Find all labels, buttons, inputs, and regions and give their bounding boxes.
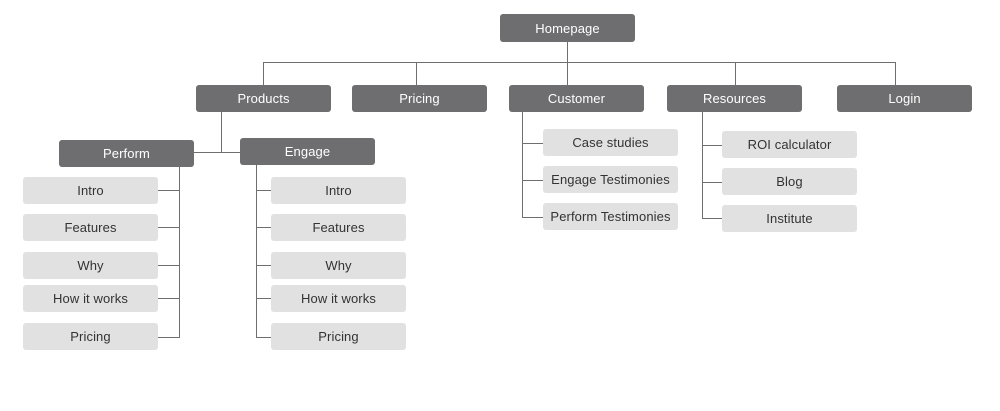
node-roi-calculator[interactable]: ROI calculator [722, 131, 857, 158]
node-perform-why[interactable]: Why [23, 252, 158, 279]
node-perform-pricing[interactable]: Pricing [23, 323, 158, 350]
node-institute[interactable]: Institute [722, 205, 857, 232]
node-case-studies[interactable]: Case studies [543, 129, 678, 156]
node-engage-intro[interactable]: Intro [271, 177, 406, 204]
node-perform-testimonies[interactable]: Perform Testimonies [543, 203, 678, 230]
node-homepage[interactable]: Homepage [500, 14, 635, 42]
node-products[interactable]: Products [196, 85, 331, 112]
node-customer[interactable]: Customer [509, 85, 644, 112]
node-engage-pricing[interactable]: Pricing [271, 323, 406, 350]
node-perform-features[interactable]: Features [23, 214, 158, 241]
node-perform-intro[interactable]: Intro [23, 177, 158, 204]
node-engage-why[interactable]: Why [271, 252, 406, 279]
node-resources[interactable]: Resources [667, 85, 802, 112]
node-perform[interactable]: Perform [59, 140, 194, 167]
node-engage-how-it-works[interactable]: How it works [271, 285, 406, 312]
node-engage-features[interactable]: Features [271, 214, 406, 241]
node-login[interactable]: Login [837, 85, 972, 112]
node-engage[interactable]: Engage [240, 138, 375, 165]
node-engage-testimonies[interactable]: Engage Testimonies [543, 166, 678, 193]
node-blog[interactable]: Blog [722, 168, 857, 195]
node-perform-how-it-works[interactable]: How it works [23, 285, 158, 312]
node-pricing[interactable]: Pricing [352, 85, 487, 112]
